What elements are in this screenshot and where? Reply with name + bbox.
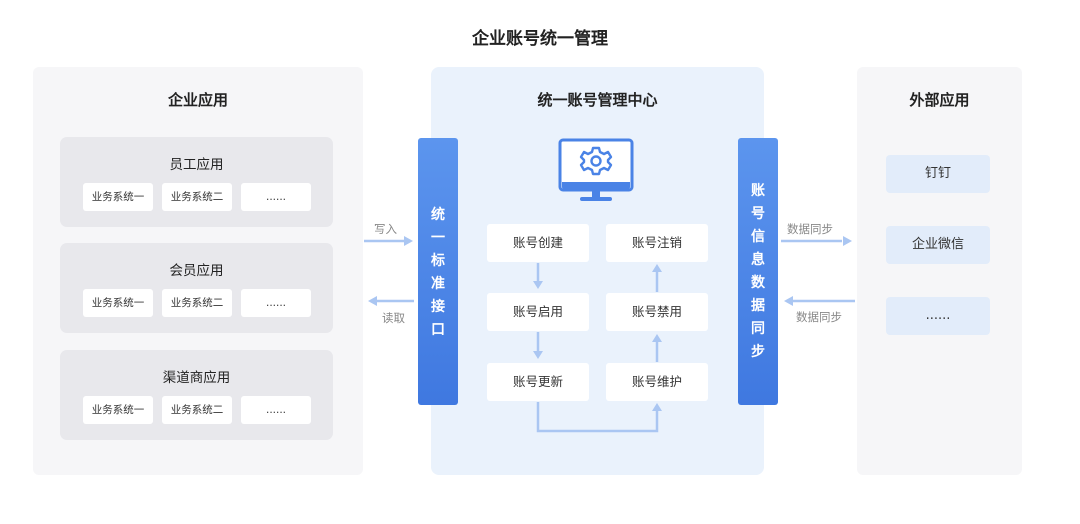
bar-char: 数 [751, 275, 765, 291]
bar-char: 据 [751, 298, 765, 314]
account-sync-bar: 账 号 信 息 数 据 同 步 [738, 138, 778, 405]
page-title: 企业账号统一管理 [472, 29, 608, 49]
sync-out-label: 数据同步 [787, 222, 833, 236]
group-employee-apps: 员工应用 业务系统一 业务系统二 ...... [60, 137, 333, 227]
monitor-gear-icon [558, 138, 634, 204]
external-app-dingtalk: 钉钉 [886, 155, 990, 193]
arrowhead [404, 236, 413, 246]
system-box: ...... [241, 183, 311, 211]
box-account-update: 账号更新 [487, 363, 589, 401]
system-box: 业务系统一 [83, 289, 153, 317]
box-account-disable: 账号禁用 [606, 293, 708, 331]
bar-char: 账 [751, 183, 765, 199]
bar-char: 标 [431, 253, 445, 269]
external-apps-panel: 外部应用 [857, 67, 1022, 475]
system-box: 业务系统一 [83, 396, 153, 424]
group-title: 员工应用 [169, 157, 224, 173]
group-title: 会员应用 [169, 263, 224, 279]
read-label: 读取 [382, 311, 405, 325]
bar-char: 一 [431, 230, 445, 246]
account-center-title: 统一账号管理中心 [537, 91, 658, 109]
external-app-more: ...... [886, 297, 990, 335]
external-app-wecom: 企业微信 [886, 226, 990, 264]
bar-char: 同 [751, 321, 765, 337]
system-box: ...... [241, 289, 311, 317]
bar-char: 口 [431, 322, 445, 338]
box-account-cancel: 账号注销 [606, 224, 708, 262]
system-box: ...... [241, 396, 311, 424]
bar-char: 接 [431, 299, 445, 315]
bar-char: 号 [751, 206, 765, 222]
arrowhead [784, 296, 793, 306]
bar-char: 准 [431, 276, 445, 292]
bar-char: 步 [751, 344, 765, 360]
system-box: 业务系统一 [83, 183, 153, 211]
system-box: 业务系统二 [162, 396, 232, 424]
box-account-enable: 账号启用 [487, 293, 589, 331]
external-apps-title: 外部应用 [909, 91, 970, 109]
bar-char: 信 [751, 229, 765, 245]
account-center-panel: 统一账号管理中心 [431, 67, 764, 475]
box-account-create: 账号创建 [487, 224, 589, 262]
group-channel-apps: 渠道商应用 业务系统一 业务系统二 ...... [60, 350, 333, 440]
system-box: 业务系统二 [162, 289, 232, 317]
system-box: 业务系统二 [162, 183, 232, 211]
unified-interface-bar: 统 一 标 准 接 口 [418, 138, 458, 405]
bar-char: 息 [751, 252, 765, 268]
sync-in-label: 数据同步 [796, 310, 842, 324]
group-member-apps: 会员应用 业务系统一 业务系统二 ...... [60, 243, 333, 333]
box-account-maintain: 账号维护 [606, 363, 708, 401]
write-label: 写入 [374, 222, 397, 236]
enterprise-apps-title: 企业应用 [167, 91, 228, 109]
arrowhead [368, 296, 377, 306]
group-title: 渠道商应用 [162, 370, 231, 386]
arrowhead [843, 236, 852, 246]
bar-char: 统 [431, 207, 445, 223]
